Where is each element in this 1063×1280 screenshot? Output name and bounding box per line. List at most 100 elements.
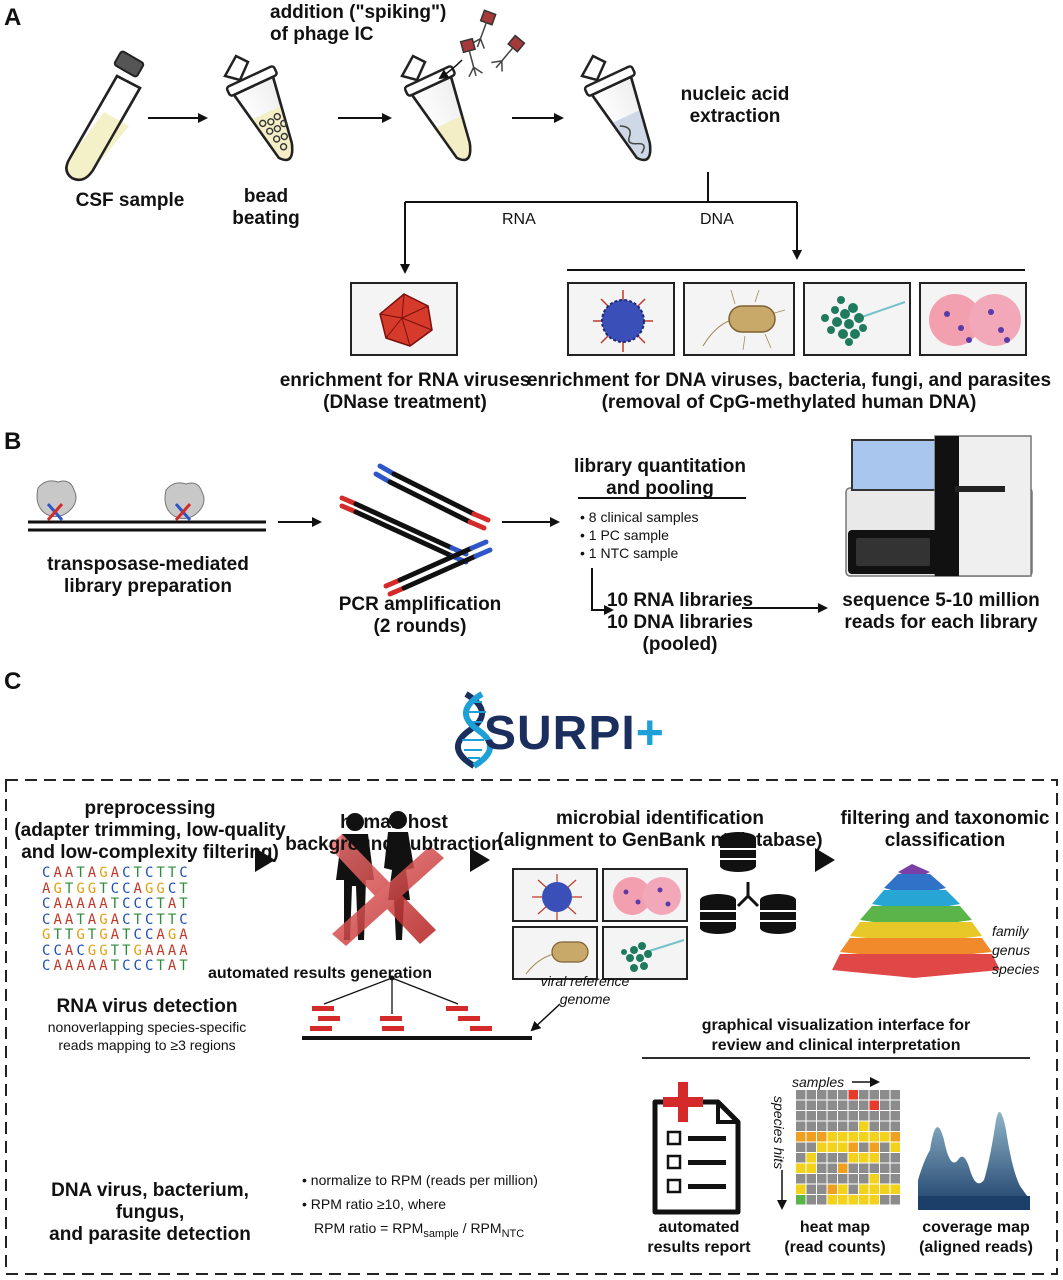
microbial-id-label: microbial identification (alignment to G…	[490, 808, 830, 852]
rna-dna-split	[400, 172, 1025, 274]
heatmap-cell	[796, 1142, 806, 1152]
bacterium-icon	[702, 289, 786, 351]
heatmap-cell	[890, 1100, 900, 1110]
dna-enrichment-label: enrichment for DNA viruses, bacteria, fu…	[524, 370, 1054, 414]
heatmap-cell	[827, 1195, 837, 1205]
heatmap-cell	[880, 1132, 890, 1142]
host-line-2: background subtraction	[285, 834, 503, 855]
heatmap-cell	[859, 1090, 869, 1100]
rna-detection-line-1: nonoverlapping species-specific	[47, 1019, 247, 1035]
sequencing-line-2: reads for each library	[844, 612, 1038, 633]
heatmap-cell	[880, 1121, 890, 1131]
species-axis-label: species hits	[771, 1096, 787, 1170]
heatmap-cell	[848, 1195, 858, 1205]
viral-reference-line-1: viral reference	[540, 973, 630, 989]
sequence-read-row: CAAAAATCCCTAT	[42, 958, 191, 974]
heatmap-cell	[838, 1121, 848, 1131]
mini-bacteria-image	[512, 926, 598, 980]
heatmap-cell	[880, 1100, 890, 1110]
heatmap-cell	[859, 1142, 869, 1152]
heatmap-cell	[796, 1132, 806, 1142]
microbial-line-1: microbial identification	[556, 808, 764, 829]
heatmap-grid	[796, 1090, 900, 1205]
heatmap-cell	[817, 1121, 827, 1131]
heatmap-cell	[796, 1153, 806, 1163]
filtering-line-2: classification	[884, 830, 1006, 851]
heatmap-cell	[848, 1163, 858, 1173]
heatmap-cell	[869, 1111, 879, 1121]
preprocessing-label: preprocessing (adapter trimming, low-qua…	[10, 798, 290, 864]
heatmap-cell	[817, 1142, 827, 1152]
heatmap-cell	[869, 1100, 879, 1110]
heatmap-cell	[817, 1184, 827, 1194]
heatmap-cell	[827, 1111, 837, 1121]
heatmap-cell	[827, 1100, 837, 1110]
parasite-icon	[929, 294, 1021, 346]
transposase-dna-icon	[28, 480, 266, 532]
rpm-criteria: • normalize to RPM (reads per million) •…	[302, 1168, 622, 1246]
libraries-line-2: 10 DNA libraries	[606, 612, 754, 633]
heatmap-cell	[848, 1174, 858, 1184]
mini-virus-icon	[532, 874, 582, 920]
filtering-label: filtering and taxonomic classification	[840, 808, 1050, 852]
heatmap-cell	[859, 1174, 869, 1184]
coverage-line-2: (aligned reads)	[919, 1239, 1033, 1256]
heatmap-cell	[796, 1184, 806, 1194]
spiking-line-2: of phage IC	[270, 24, 374, 45]
rpm-line-2: • RPM ratio ≥10, where	[302, 1196, 447, 1212]
dna-detection-label: DNA virus, bacterium, fungus, and parasi…	[20, 1180, 280, 1246]
clipboard-report-icon	[652, 1082, 741, 1215]
transposase-label: transposase-mediated library preparation	[18, 554, 278, 598]
heatmap-cell	[838, 1142, 848, 1152]
sequence-read-row: CCACGGTTGAAAA	[42, 942, 191, 959]
heatmap-cell	[827, 1184, 837, 1194]
heatmap-cell	[838, 1153, 848, 1163]
heatmap-cell	[827, 1163, 837, 1173]
heatmap-cell	[848, 1100, 858, 1110]
rpm-line-1: • normalize to RPM (reads per million)	[302, 1172, 538, 1188]
heatmap-cell	[848, 1184, 858, 1194]
heatmap-cell	[890, 1174, 900, 1184]
heatmap-cell	[817, 1100, 827, 1110]
heatmap-cell	[869, 1195, 879, 1205]
heatmap-cell	[848, 1132, 858, 1142]
report-line-1: automated	[658, 1219, 740, 1236]
heatmap-label: heat map (read counts)	[770, 1218, 900, 1258]
auto-results-heading: automated results generation	[207, 965, 433, 982]
rna-enrichment-line-2: (DNase treatment)	[323, 392, 487, 413]
heatmap-cell	[796, 1090, 806, 1100]
heatmap-cell	[880, 1174, 890, 1184]
pcr-line-2: (2 rounds)	[373, 616, 467, 637]
rpm-formula-sub-sample: sample	[423, 1227, 459, 1240]
heatmap-cell	[806, 1132, 816, 1142]
heatmap-cell	[859, 1121, 869, 1131]
rna-virus-image	[350, 282, 458, 356]
pcr-label: PCR amplification (2 rounds)	[330, 594, 510, 638]
database-icon	[700, 832, 796, 934]
rna-detection-line-2: reads mapping to ≥3 regions	[58, 1037, 236, 1053]
extraction-line-2: extraction	[689, 106, 781, 127]
heatmap-cell	[859, 1184, 869, 1194]
icosahedron-icon	[379, 293, 433, 347]
panel-label-c: C	[4, 668, 22, 695]
heatmap-cell	[848, 1121, 858, 1131]
filtering-line-1: filtering and taxonomic	[840, 808, 1050, 829]
dna-detection-line-2: and parasite detection	[49, 1224, 251, 1245]
mini-parasite-icon	[613, 877, 681, 915]
heatmap-cell	[817, 1163, 827, 1173]
heatmap-cell	[806, 1111, 816, 1121]
taxonomy-species: species	[992, 961, 1040, 977]
heatmap-cell	[796, 1121, 806, 1131]
heatmap-cell	[880, 1184, 890, 1194]
heatmap-cell	[890, 1090, 900, 1100]
sequence-read-row: CAATAGACTCTTC	[42, 911, 191, 928]
preprocessing-line-3: and low-complexity filtering)	[21, 842, 279, 863]
heatmap-cell	[880, 1142, 890, 1152]
rpm-formula: RPM ratio = RPMsample / RPMNTC	[302, 1216, 622, 1246]
heatmap-cell	[838, 1195, 848, 1205]
subtraction-x-icon	[328, 834, 444, 946]
samples-axis-label: samples	[792, 1074, 845, 1090]
coverage-line-1: coverage map	[922, 1219, 1030, 1236]
viral-reference-line-2: genome	[559, 991, 611, 1007]
sequencing-label: sequence 5-10 million reads for each lib…	[826, 590, 1056, 634]
